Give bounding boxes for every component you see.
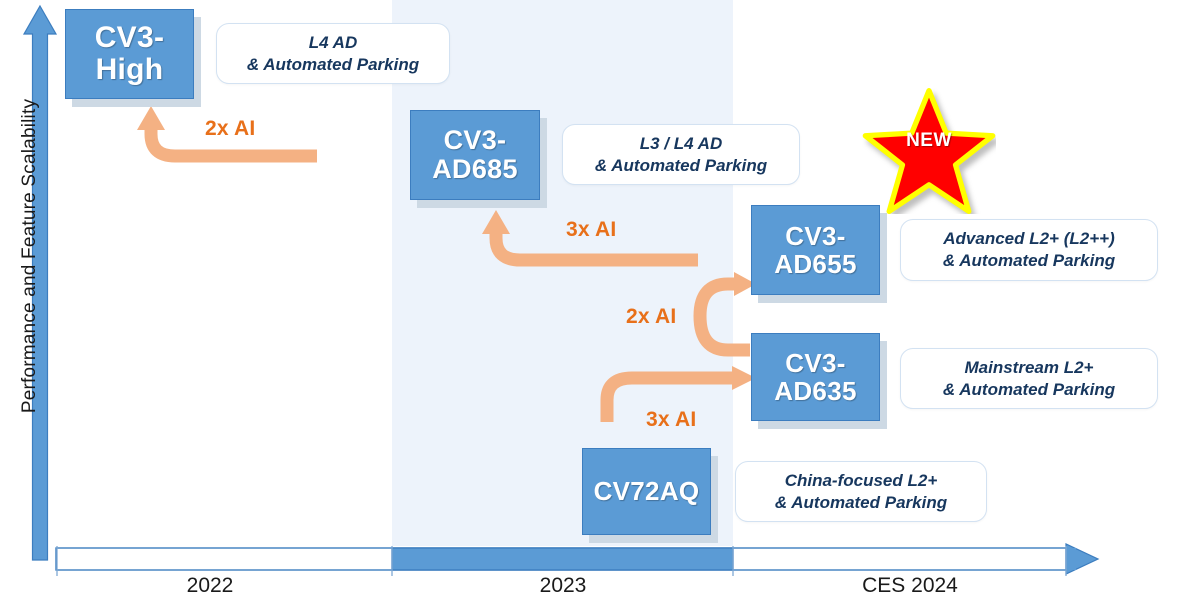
product-box-cv72aq[interactable]: CV72AQ [582,448,711,535]
feature-line2: & Automated Parking [246,54,420,74]
product-box-cv3-high[interactable]: CV3- High [65,9,194,99]
feature-pill-cv3-ad655: Advanced L2+ (L2++) & Automated Parking [900,219,1158,281]
x-axis-segment-2023 [391,547,734,571]
feature-pill-cv3-ad685: L3 / L4 AD & Automated Parking [562,124,800,185]
product-label-line2: High [95,53,164,86]
product-label-line2: AD685 [432,154,518,184]
feature-pill-cv3-ad635: Mainstream L2+ & Automated Parking [900,348,1158,409]
x-tick-label-ces-2024: CES 2024 [862,574,958,597]
product-box-cv3-ad635[interactable]: CV3- AD635 [751,333,880,421]
feature-line2: & Automated Parking [942,379,1116,399]
product-label-line1: CV3- [785,220,846,251]
feature-line1: L3 / L4 AD [639,133,723,153]
multiplier-3x-ai-635: 3x AI [646,408,697,431]
x-axis-arrowhead [1065,543,1100,575]
feature-line2: & Automated Parking [774,492,948,512]
multiplier-2x-ai-655: 2x AI [626,305,677,328]
x-tick-label-2023: 2023 [539,574,587,597]
feature-line1: China-focused L2+ [784,470,938,490]
feature-pill-cv72aq: China-focused L2+ & Automated Parking [735,461,987,522]
x-tick-label-2022: 2022 [186,574,234,597]
x-axis-bar [55,547,1067,571]
new-star-icon [862,88,996,214]
y-axis-label: Performance and Feature Scalability [19,98,40,414]
feature-line2: & Automated Parking [594,155,768,175]
feature-line1: L4 AD [308,32,358,52]
feature-pill-cv3-high: L4 AD & Automated Parking [216,23,450,84]
product-label-line2: AD655 [774,249,857,279]
multiplier-2x-ai-high: 2x AI [205,117,256,140]
product-box-cv3-ad655[interactable]: CV3- AD655 [751,205,880,295]
product-label-line1: CV3- [785,347,846,378]
feature-line1: Advanced L2+ (L2++) [943,229,1115,249]
product-label-line2: AD635 [774,376,857,406]
feature-line1: Mainstream L2+ [964,357,1094,377]
feature-line2: & Automated Parking [942,251,1116,270]
product-label-line1: CV72AQ [593,476,700,507]
product-label-line1: CV3- [94,20,165,54]
product-box-cv3-ad685[interactable]: CV3- AD685 [410,110,540,200]
product-label-line1: CV3- [443,124,507,155]
multiplier-3x-ai-685: 3x AI [566,218,617,241]
